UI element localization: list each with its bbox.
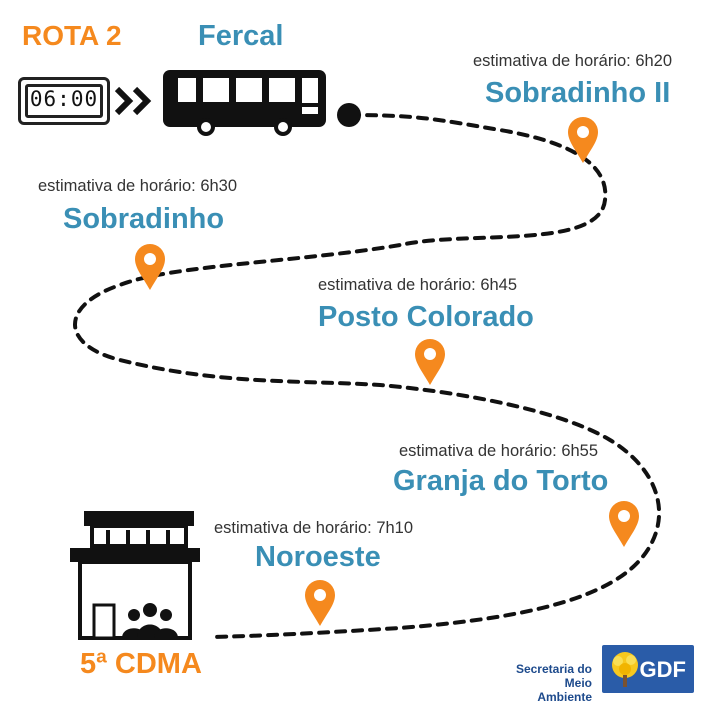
origin-label: Fercal	[198, 20, 284, 52]
stop-name: Granja do Torto	[393, 465, 609, 497]
destination-label: 5ª CDMA	[80, 648, 202, 680]
stop-estimate: estimativa de horário: 6h30	[38, 177, 238, 195]
stop-estimate: estimativa de horário: 7h10	[214, 519, 414, 537]
gdf-brand-text: GDF	[639, 657, 686, 682]
stop-name: Posto Colorado	[318, 301, 534, 333]
double-chevron-icon	[115, 86, 152, 116]
stop-estimate: estimativa de horário: 6h45	[318, 276, 518, 294]
school-building-icon	[70, 511, 200, 640]
departure-time: 06:00	[29, 87, 99, 111]
stop-name: Sobradinho	[63, 203, 225, 235]
digital-clock-icon: 06:00	[18, 77, 110, 125]
bus-icon	[163, 70, 326, 136]
location-pin-icon	[415, 339, 445, 385]
stop-estimate: estimativa de horário: 6h55	[399, 442, 599, 460]
sun-tree-logo-icon	[612, 652, 638, 687]
location-pin-icon	[609, 501, 639, 547]
route-path	[73, 113, 662, 639]
secretaria-logo-text: Secretaria do Meio Ambiente	[515, 662, 592, 704]
route-title: ROTA 2	[22, 20, 122, 51]
gdf-logo: GDF	[602, 645, 694, 693]
stop-estimate: estimativa de horário: 6h20	[473, 52, 673, 70]
stop-name: Sobradinho II	[485, 77, 671, 109]
location-pin-icon	[305, 580, 335, 626]
stop-name: Noroeste	[255, 541, 381, 573]
location-pin-icon	[568, 117, 598, 163]
location-pin-icon	[135, 244, 165, 290]
route-start-dot	[337, 103, 361, 127]
